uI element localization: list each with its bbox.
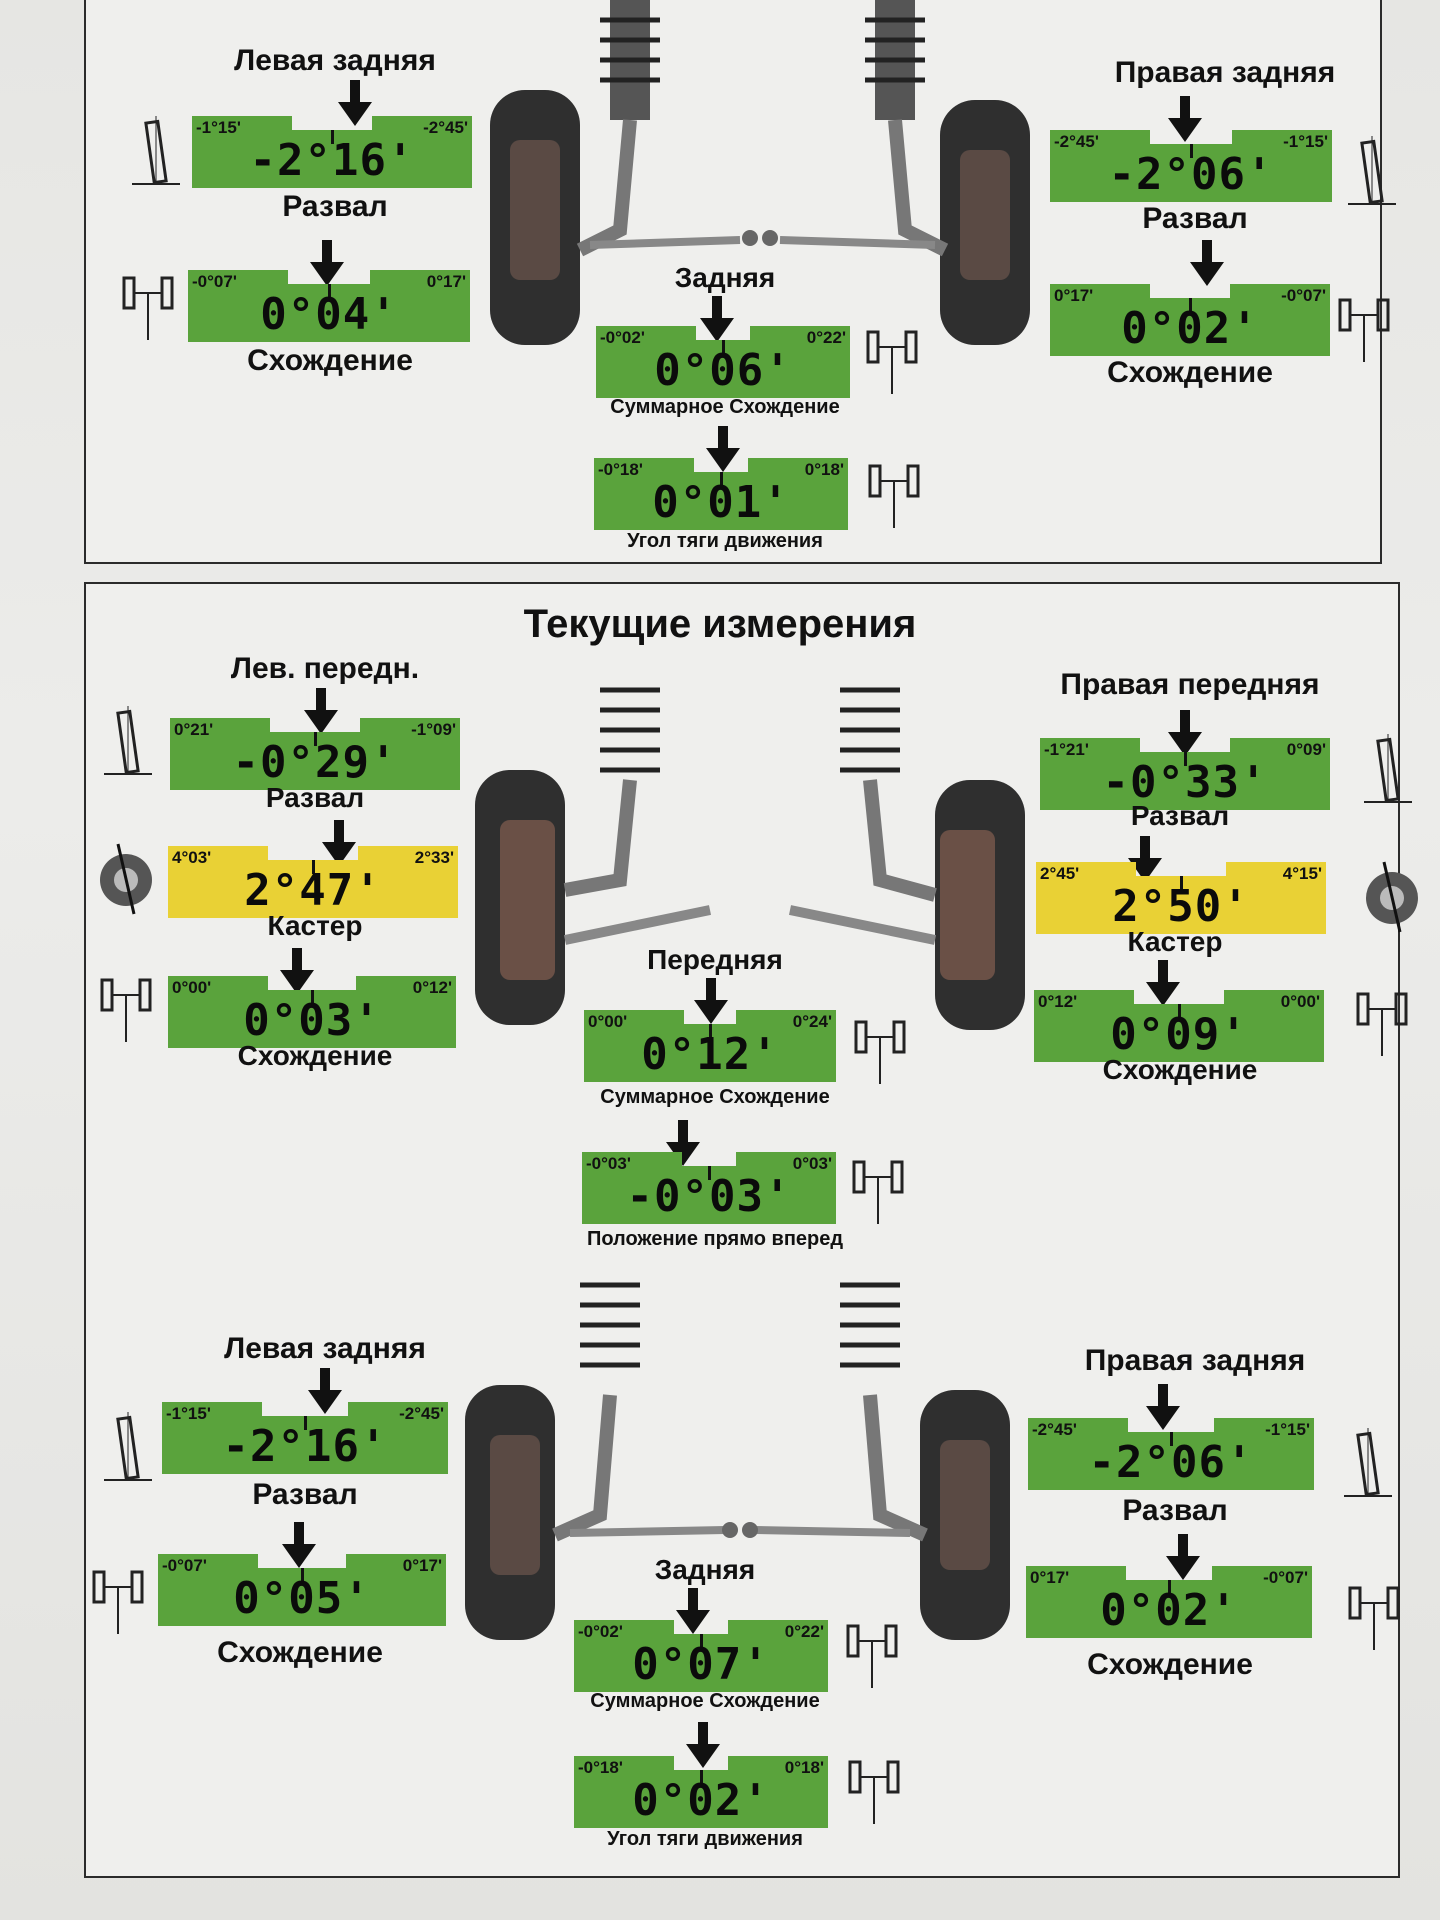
thrust-icon [866, 456, 922, 532]
gauge-value: 0°06' [596, 345, 850, 396]
axle-toe-icon [98, 970, 154, 1046]
gauge-value: 0°01' [594, 477, 848, 528]
right-rear-title-bottom: Правая задняя [1040, 1344, 1350, 1378]
right-rear-title: Правая задняя [1070, 56, 1380, 90]
front-suspension-illustration [470, 670, 1030, 1030]
axle-toe-icon [844, 1616, 900, 1692]
wheel-camber-icon [100, 1408, 156, 1484]
left-rear-toe-label-bottom: Схождение [180, 1636, 420, 1670]
right-front-title: Правая передняя [1030, 668, 1350, 702]
setback-label: Положение прямо вперед [570, 1228, 860, 1251]
left-rear-camber-gauge-bottom: -1°15'-2°45'-2°16' [162, 1402, 448, 1474]
right-rear-toe-label-bottom: Схождение [1050, 1648, 1290, 1682]
left-front-caster-gauge: 4°03'2°33'2°47' [168, 846, 458, 918]
thrust-angle-gauge-bottom: -0°18'0°18'0°02' [574, 1756, 828, 1828]
left-rear-camber-label-bottom: Развал [190, 1478, 420, 1512]
front-total-toe-label: Суммарное Схождение [560, 1086, 870, 1109]
thrust-angle-label: Угол тяги движения [580, 530, 870, 553]
thrust-angle-gauge: -0°18'0°18'0°01' [594, 458, 848, 530]
axle-toe-icon [1354, 984, 1410, 1060]
axle-toe-icon [1346, 1578, 1402, 1654]
left-front-toe-gauge: 0°00'0°12'0°03' [168, 976, 456, 1048]
axle-toe-icon [90, 1562, 146, 1638]
left-rear-title: Левая задняя [190, 44, 480, 78]
gauge-value: 0°07' [574, 1639, 828, 1690]
front-total-title: Передняя [630, 944, 800, 976]
rear-suspension-illustration-top [480, 0, 1040, 350]
gauge-value: 0°04' [188, 289, 470, 340]
gauge-value: 0°02' [1050, 303, 1330, 354]
axle-toe-icon [852, 1012, 908, 1088]
right-rear-toe-gauge-bottom: 0°17'-0°07'0°02' [1026, 1566, 1312, 1638]
wheel-camber-icon [100, 702, 156, 778]
section-title: Текущие измерения [470, 602, 970, 647]
right-rear-camber-label: Развал [1080, 202, 1310, 236]
rear-total-toe-gauge-bottom: -0°02'0°22'0°07' [574, 1620, 828, 1692]
right-rear-camber-label-bottom: Развал [1060, 1494, 1290, 1528]
rear-total-toe-gauge: -0°02'0°22'0°06' [596, 326, 850, 398]
left-rear-title-bottom: Левая задняя [180, 1332, 470, 1366]
wheel-camber-icon [1340, 1424, 1396, 1500]
rear-total-title-bottom: Задняя [630, 1554, 780, 1586]
rear-total-toe-label: Суммарное Схождение [570, 396, 880, 419]
gauge-value: 2°50' [1036, 881, 1326, 932]
left-rear-toe-gauge-bottom: -0°07'0°17'0°05' [158, 1554, 446, 1626]
right-rear-camber-gauge-bottom: -2°45'-1°15'-2°06' [1028, 1418, 1314, 1490]
front-total-toe-gauge: 0°00'0°24'0°12' [584, 1010, 836, 1082]
gauge-value: -2°16' [192, 135, 472, 186]
gauge-value: -0°03' [582, 1171, 836, 1222]
left-front-camber-gauge: 0°21'-1°09'-0°29' [170, 718, 460, 790]
gauge-value: -0°33' [1040, 757, 1330, 808]
wheel-camber-icon [128, 112, 184, 188]
right-rear-toe-gauge: 0°17'-0°07'0°02' [1050, 284, 1330, 356]
gauge-value: 0°03' [168, 995, 456, 1046]
gauge-value: -2°16' [162, 1421, 448, 1472]
gauge-value: 0°02' [574, 1775, 828, 1826]
thrust-icon [846, 1752, 902, 1828]
right-rear-camber-gauge: -2°45'-1°15'-2°06' [1050, 130, 1332, 202]
gauge-value: 0°09' [1034, 1009, 1324, 1060]
axle-toe-icon [120, 268, 176, 344]
setback-gauge: -0°03'0°03'-0°03' [582, 1152, 836, 1224]
wheel-caster-icon [1364, 858, 1420, 934]
gauge-value: 0°12' [584, 1029, 836, 1080]
down-arrow-icon [1190, 240, 1224, 286]
gauge-value: 0°05' [158, 1573, 446, 1624]
rear-total-title: Задняя [640, 262, 810, 294]
left-rear-toe-gauge: -0°07'0°17'0°04' [188, 270, 470, 342]
right-front-toe-gauge: 0°12'0°00'0°09' [1034, 990, 1324, 1062]
left-front-title: Лев. передн. [190, 652, 460, 686]
axle-toe-icon [864, 322, 920, 398]
thrust-angle-label-bottom: Угол тяги движения [560, 1828, 850, 1851]
left-rear-camber-label: Развал [220, 190, 450, 224]
wheel-camber-icon [1360, 730, 1416, 806]
right-front-caster-gauge: 2°45'4°15'2°50' [1036, 862, 1326, 934]
gauge-value: -2°06' [1028, 1437, 1314, 1488]
gauge-value: 2°47' [168, 865, 458, 916]
wheel-camber-icon [1344, 132, 1400, 208]
right-rear-toe-label: Схождение [1070, 356, 1310, 390]
gauge-value: -0°29' [170, 737, 460, 788]
rear-total-toe-label-bottom: Суммарное Схождение [550, 1690, 860, 1713]
left-rear-toe-label: Схождение [210, 344, 450, 378]
gauge-value: 0°02' [1026, 1585, 1312, 1636]
left-rear-camber-gauge: -1°15'-2°45'-2°16' [192, 116, 472, 188]
wheel-caster-icon [98, 840, 154, 916]
rear-suspension-illustration-bottom [460, 1265, 1020, 1645]
right-front-camber-gauge: -1°21'0°09'-0°33' [1040, 738, 1330, 810]
axle-toe-icon [850, 1152, 906, 1228]
gauge-value: -2°06' [1050, 149, 1332, 200]
axle-toe-icon [1336, 290, 1392, 366]
